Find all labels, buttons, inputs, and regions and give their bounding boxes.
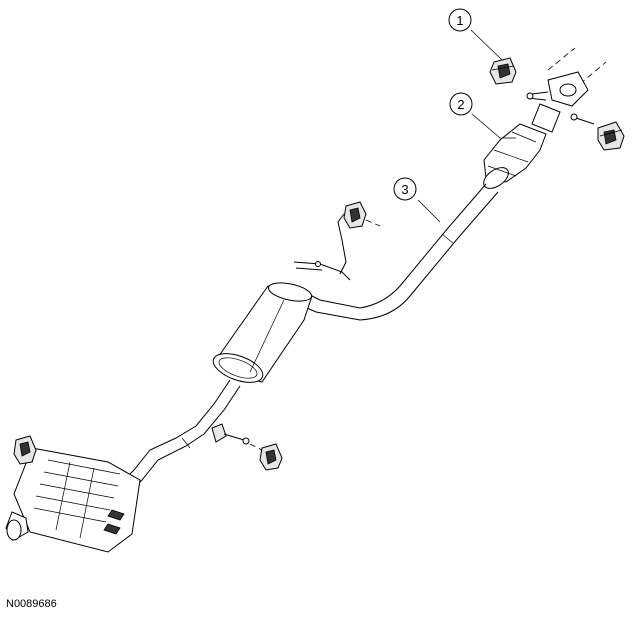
front-flange (526, 47, 607, 125)
catalytic-converter (483, 103, 561, 189)
isolator-right (597, 121, 625, 151)
resonator (212, 282, 313, 383)
isolator-top (489, 57, 517, 85)
svg-text:2: 2 (457, 97, 464, 112)
svg-text:3: 3 (401, 182, 408, 197)
figure-id: N0089686 (6, 598, 57, 610)
hanger-bracket (293, 213, 351, 281)
exhaust-pipe (297, 183, 499, 321)
rear-muffler (5, 447, 141, 553)
callout-1: 1 (448, 8, 472, 32)
svg-text:1: 1 (456, 13, 463, 28)
isolator-middle (343, 201, 381, 229)
callout-3: 3 (393, 177, 417, 201)
isolator-rear (13, 435, 37, 465)
callout-2: 2 (449, 92, 473, 116)
rear-pipe (117, 379, 241, 495)
callout-leaders (417, 29, 516, 223)
rear-hanger (211, 423, 283, 471)
